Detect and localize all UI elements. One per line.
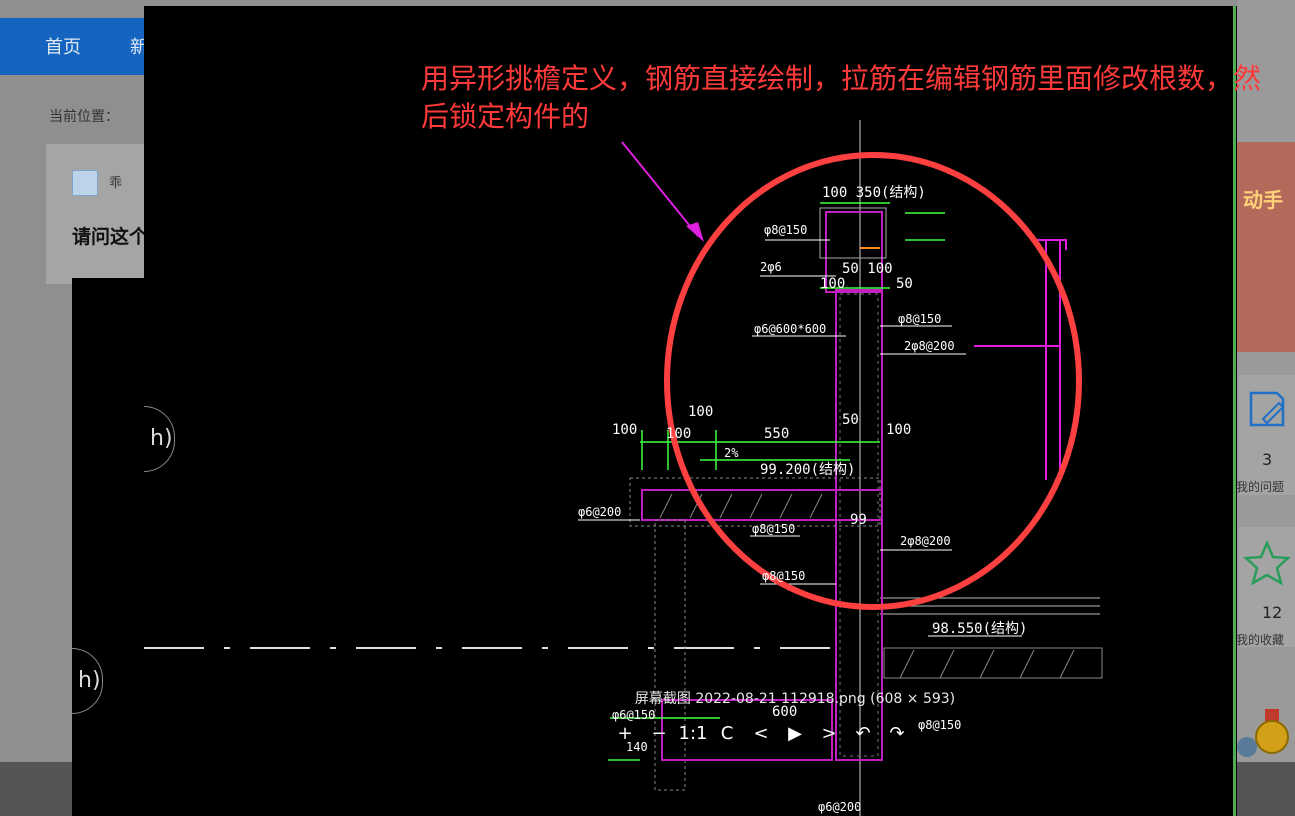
zoom-in-button[interactable]: + (617, 723, 633, 744)
prev-button[interactable]: < (753, 723, 769, 744)
my-favorites-count: 12 (1262, 603, 1283, 622)
actual-size-button[interactable]: 1:1 (678, 723, 708, 744)
cad-label: 600 (772, 704, 798, 720)
highlight-circle (664, 152, 1082, 610)
question-title[interactable]: 请问这个 (72, 226, 149, 248)
edit-icon (1249, 391, 1285, 427)
cad-label: 2φ6 (760, 260, 782, 274)
annotation-text: 用异形挑檐定义，钢筋直接绘制，拉筋在编辑钢筋里面修改根数，然后锁定构件的 (421, 62, 1262, 133)
cad-label: 99 (850, 512, 867, 528)
play-button[interactable]: ▶ (788, 723, 802, 744)
cad-label: φ6@150 (612, 708, 656, 722)
medal-icon (1237, 709, 1289, 757)
cad-label: 100 (688, 404, 714, 420)
cad-label: φ8@150 (764, 223, 808, 237)
cad-label: 100 350(结构) (822, 185, 926, 201)
cad-label: 50 100 (842, 261, 893, 277)
cad-label: φ6@600*600 (754, 322, 827, 336)
cad-label: 100 (886, 422, 912, 438)
cad-label: 98.550(结构) (932, 621, 1028, 637)
cad-label: 50 (896, 276, 913, 292)
image-caption: 屏幕截图 2022-08-21 112918.png (608 × 593) (634, 691, 956, 707)
cad-label: φ8@150 (898, 312, 942, 326)
viewer-edge (1233, 6, 1236, 816)
cad-label: 99.200(结构) (760, 462, 856, 478)
breadcrumb: 当前位置： (49, 106, 119, 126)
promo-banner-text: 动手 (1243, 188, 1283, 212)
my-favorites-label: 我的收藏 (1236, 633, 1285, 647)
zoom-out-button[interactable]: − (651, 723, 667, 744)
my-favorites-card[interactable] (1239, 527, 1295, 647)
my-questions-count: 3 (1262, 450, 1273, 469)
cad-label: 2% (724, 446, 739, 460)
cad-label: 50 (842, 412, 859, 428)
cad-label: φ8@150 (762, 569, 806, 583)
undo-button[interactable]: ↶ (855, 723, 871, 744)
viewer-toolbar: + − 1:1 C < ▶ > ↶ ↷ (608, 722, 914, 746)
cad-label: 2φ8@200 (904, 339, 955, 353)
nav-home[interactable]: 首页 (45, 37, 81, 58)
question-username[interactable]: 乖 (109, 176, 123, 191)
cad-label: φ6@200 (578, 505, 622, 519)
cad-label: φ8@150 (918, 718, 962, 732)
star-icon (1242, 539, 1292, 586)
promo-banner[interactable]: 动手 (1237, 142, 1295, 352)
my-questions-label: 我的问题 (1236, 480, 1285, 494)
cad-label: φ6@200 (818, 800, 862, 814)
cad-label: 140 (626, 740, 648, 754)
avatar[interactable] (72, 170, 98, 196)
my-questions-card[interactable] (1239, 375, 1295, 495)
nav-new[interactable]: 新 (130, 37, 148, 58)
question-card (46, 144, 146, 284)
cad-label: 100 (666, 426, 692, 442)
redo-button[interactable]: ↷ (889, 723, 905, 744)
cad-label: 100 (612, 422, 638, 438)
cad-label: 100 (820, 276, 846, 292)
cad-label: 2φ8@200 (900, 534, 951, 548)
rotate-button[interactable]: C (720, 723, 734, 744)
next-button[interactable]: > (821, 723, 837, 744)
cad-label: 550 (764, 426, 790, 442)
breadcrumb-label: 当前位置： (49, 109, 119, 125)
viewer-backdrop-top (144, 6, 1237, 278)
cad-label: φ8@150 (752, 522, 796, 536)
